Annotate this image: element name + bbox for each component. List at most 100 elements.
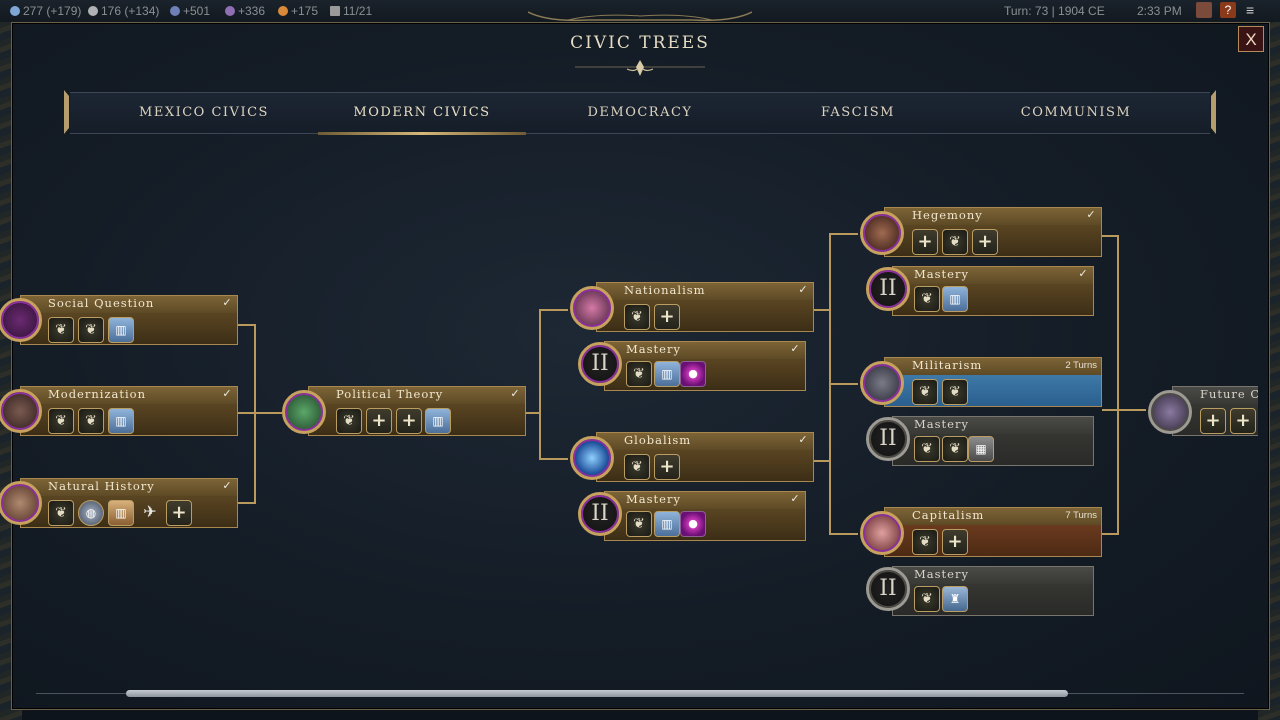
- building-icon[interactable]: ▥: [654, 511, 680, 537]
- building-icon[interactable]: ▥: [425, 408, 451, 434]
- capitalism-portrait-icon[interactable]: [860, 511, 904, 555]
- plus-icon[interactable]: +: [366, 408, 392, 434]
- leaf-icon[interactable]: ❦: [912, 379, 938, 405]
- cities-stat[interactable]: 11/21: [330, 4, 372, 18]
- plus-icon[interactable]: +: [1200, 408, 1226, 434]
- diplomacy-icon[interactable]: [1196, 2, 1212, 18]
- civic-node-nationalism[interactable]: Nationalism ✓ ❦ +: [596, 282, 814, 332]
- plus-icon[interactable]: +: [942, 529, 968, 555]
- nationalism-portrait-icon[interactable]: [570, 286, 614, 330]
- building-icon[interactable]: ▥: [654, 361, 680, 387]
- horizontal-scrollbar[interactable]: [36, 690, 1244, 698]
- gem-icon[interactable]: ●: [680, 511, 706, 537]
- hegemony-portrait-icon[interactable]: [860, 211, 904, 255]
- tab-modern-civics[interactable]: MODERN CIVICS: [318, 93, 526, 135]
- completed-check-icon: ✓: [222, 296, 232, 309]
- future-portrait-icon[interactable]: [1148, 390, 1192, 434]
- civic-node-natural-history[interactable]: Natural History ✓ ❦ ◍ ▥ ✈ +: [20, 478, 238, 528]
- mastery-node-hegemony[interactable]: Mastery ✓ ❦ ▥: [892, 266, 1094, 316]
- leaf-icon[interactable]: ❦: [48, 317, 74, 343]
- political-theory-portrait-icon[interactable]: [282, 390, 326, 434]
- menu-icon[interactable]: ≡: [1246, 2, 1255, 18]
- leaf-icon[interactable]: ❦: [912, 529, 938, 555]
- culture-stat[interactable]: +336: [225, 4, 265, 18]
- leaf-icon[interactable]: ❦: [48, 408, 74, 434]
- wonder-icon[interactable]: ◍: [78, 500, 104, 526]
- completed-check-icon: ✓: [798, 433, 808, 446]
- leaf-icon[interactable]: ❦: [942, 436, 968, 462]
- modernization-portrait-icon[interactable]: [0, 389, 42, 433]
- militarism-portrait-icon[interactable]: [860, 361, 904, 405]
- plus-icon[interactable]: +: [972, 229, 998, 255]
- mastery-numeral-icon[interactable]: II: [578, 342, 622, 386]
- leaf-icon[interactable]: ❦: [78, 317, 104, 343]
- tab-fascism[interactable]: FASCISM: [821, 105, 895, 120]
- leaf-icon[interactable]: ❦: [624, 454, 650, 480]
- civic-name: Globalism: [624, 433, 692, 447]
- plus-icon[interactable]: +: [396, 408, 422, 434]
- happiness-stat[interactable]: +175: [278, 4, 318, 18]
- civic-node-social-question[interactable]: Social Question ✓ ❦ ❦ ▥: [20, 295, 238, 345]
- plus-icon[interactable]: +: [912, 229, 938, 255]
- mastery-node-capitalism[interactable]: Mastery ❦ ♜: [892, 566, 1094, 616]
- civic-node-political-theory[interactable]: Political Theory ✓ ❦ + + ▥: [308, 386, 526, 436]
- completed-check-icon: ✓: [222, 387, 232, 400]
- science-icon: [10, 6, 20, 16]
- leaf-icon[interactable]: ❦: [336, 408, 362, 434]
- building-icon[interactable]: ▥: [108, 317, 134, 343]
- leaf-icon[interactable]: ❦: [624, 304, 650, 330]
- mastery-numeral-icon[interactable]: II: [866, 267, 910, 311]
- civic-node-modernization[interactable]: Modernization ✓ ❦ ❦ ▥: [20, 386, 238, 436]
- gold-stat[interactable]: 176 (+134): [88, 4, 159, 18]
- civic-name: Political Theory: [336, 387, 444, 401]
- leaf-icon[interactable]: ❦: [78, 408, 104, 434]
- leaf-icon[interactable]: ❦: [914, 436, 940, 462]
- building-icon[interactable]: ▥: [942, 286, 968, 312]
- plus-icon[interactable]: +: [1230, 408, 1256, 434]
- leaf-icon[interactable]: ❦: [48, 500, 74, 526]
- civic-node-militarism[interactable]: Militarism 2 Turns ❦ ❦: [884, 357, 1102, 407]
- scroll-thumb[interactable]: [126, 690, 1068, 697]
- civic-name: Mastery: [914, 567, 969, 581]
- page-title: CIVIC TREES: [570, 33, 710, 53]
- globalism-portrait-icon[interactable]: [570, 436, 614, 480]
- civic-node-capitalism[interactable]: Capitalism 7 Turns ❦ +: [884, 507, 1102, 557]
- plus-icon[interactable]: +: [654, 454, 680, 480]
- tab-democracy[interactable]: DEMOCRACY: [587, 105, 693, 120]
- ruin-icon[interactable]: ▦: [968, 436, 994, 462]
- close-button[interactable]: X: [1238, 26, 1264, 52]
- faith-stat[interactable]: +501: [170, 4, 210, 18]
- completed-check-icon: ✓: [790, 342, 800, 355]
- mastery-node-nationalism[interactable]: Mastery ✓ ❦ ▥ ●: [604, 341, 806, 391]
- leaf-icon[interactable]: ❦: [942, 379, 968, 405]
- mastery-node-militarism[interactable]: Mastery ❦ ❦ ▦: [892, 416, 1094, 466]
- social-question-portrait-icon[interactable]: [0, 298, 42, 342]
- gem-icon[interactable]: ●: [680, 361, 706, 387]
- statue-icon[interactable]: ♜: [942, 586, 968, 612]
- mastery-numeral-icon[interactable]: II: [578, 492, 622, 536]
- tab-mexico-civics[interactable]: MEXICO CIVICS: [139, 105, 269, 120]
- tab-communism[interactable]: COMMUNISM: [1020, 105, 1132, 120]
- plus-icon[interactable]: +: [166, 500, 192, 526]
- plus-icon[interactable]: +: [654, 304, 680, 330]
- help-icon[interactable]: ?: [1220, 2, 1236, 18]
- civic-node-hegemony[interactable]: Hegemony ✓ + ❦ +: [884, 207, 1102, 257]
- leaf-icon[interactable]: ❦: [626, 511, 652, 537]
- building-icon[interactable]: ▥: [108, 500, 134, 526]
- cities-icon: [330, 6, 340, 16]
- civic-name: Future C: [1200, 387, 1258, 401]
- leaf-icon[interactable]: ❦: [914, 586, 940, 612]
- civic-node-globalism[interactable]: Globalism ✓ ❦ +: [596, 432, 814, 482]
- building-icon[interactable]: ▥: [108, 408, 134, 434]
- civic-name: Modernization: [48, 387, 146, 401]
- bird-icon[interactable]: ✈: [143, 502, 157, 521]
- leaf-icon[interactable]: ❦: [942, 229, 968, 255]
- leaf-icon[interactable]: ❦: [626, 361, 652, 387]
- leaf-icon[interactable]: ❦: [914, 286, 940, 312]
- mastery-numeral-icon[interactable]: II: [866, 567, 910, 611]
- mastery-node-globalism[interactable]: Mastery ✓ ❦ ▥ ●: [604, 491, 806, 541]
- science-stat[interactable]: 277 (+179): [10, 4, 81, 18]
- mastery-numeral-icon[interactable]: II: [866, 417, 910, 461]
- completed-check-icon: ✓: [510, 387, 520, 400]
- natural-history-portrait-icon[interactable]: [0, 481, 42, 525]
